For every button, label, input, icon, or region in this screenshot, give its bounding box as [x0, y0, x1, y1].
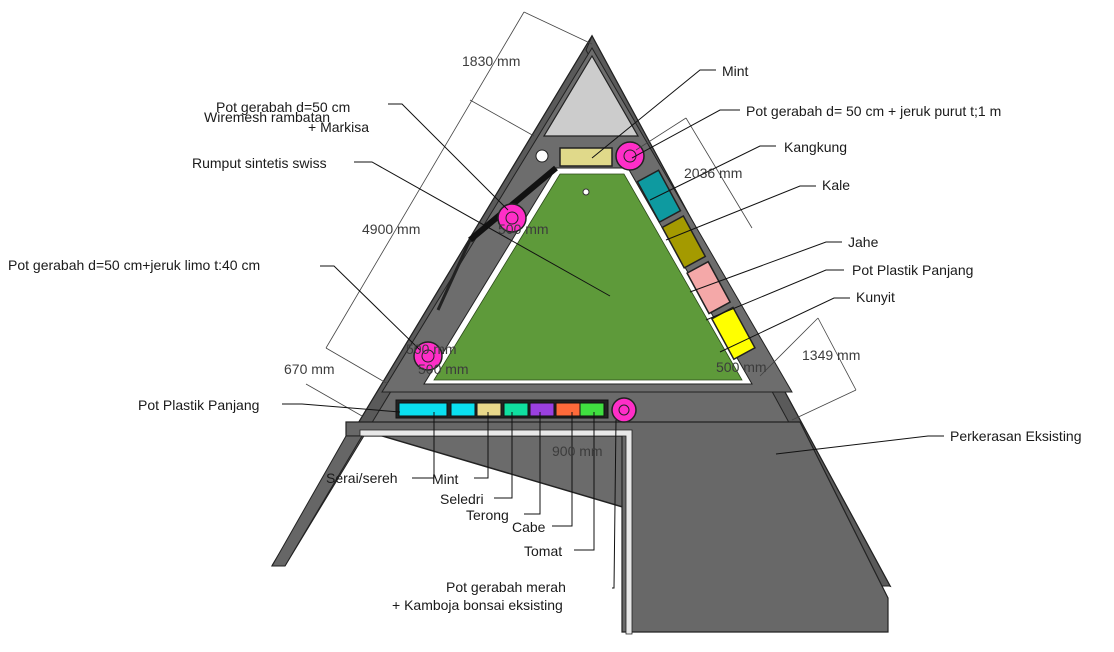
label-jahe: Jahe [848, 234, 879, 250]
label-pot-plastik-right: Pot Plastik Panjang [852, 262, 973, 278]
mint-planter-box [559, 147, 613, 167]
label-markisa: + Markisa [308, 119, 369, 135]
label-pot-markisa: Pot gerabah d=50 cm [216, 99, 350, 115]
cabe-planter [529, 402, 555, 417]
label-mint-bottom: Mint [432, 471, 459, 487]
label-rumput: Rumput sintetis swiss [192, 155, 327, 171]
label-terong: Terong [466, 507, 509, 523]
markisa-pot-inner [505, 211, 519, 225]
pot-merah [611, 397, 637, 423]
label-pot-plastik-left: Pot Plastik Panjang [138, 397, 259, 413]
dim-4900: 4900 mm [362, 221, 420, 237]
dim-900: 900 mm [552, 443, 603, 459]
pot-merah-inner [618, 404, 630, 416]
label-mint-top: Mint [722, 63, 749, 79]
leader-lines [282, 69, 944, 589]
dim-670: 670 mm [284, 361, 335, 377]
kale-planter [661, 214, 707, 269]
seledri-planter [476, 402, 502, 417]
label-kangkung: Kangkung [784, 139, 847, 155]
small-pot-icon [535, 149, 549, 163]
jeruk-purut-pot [615, 141, 645, 171]
dim-2036: 2036 mm [684, 165, 742, 181]
lawn-light-icon [582, 188, 590, 196]
serai-planter [398, 402, 448, 417]
label-seledri: Seledri [440, 491, 484, 507]
jeruk-limo-pot-inner [421, 349, 435, 363]
dim-500-right: 500 mm [716, 359, 767, 375]
label-kunyit: Kunyit [856, 289, 895, 305]
tomat-planter-2 [579, 402, 605, 417]
dim-1349: 1349 mm [802, 347, 860, 363]
label-cabe: Cabe [512, 519, 546, 535]
dimension-lines [305, 11, 857, 421]
label-kale: Kale [822, 177, 850, 193]
dim-500-limo-1: 500 mm [406, 341, 457, 357]
glass-roof-panel [542, 54, 640, 137]
mint-planter-bottom [450, 402, 476, 417]
label-serai: Serai/sereh [326, 470, 398, 486]
label-perkerasan: Perkerasan Eksisting [950, 428, 1082, 444]
label-wiremesh: Wiremesh rambatan [204, 109, 330, 125]
jahe-planter [686, 260, 732, 315]
grass-lawn [433, 173, 743, 381]
wiremesh-trellis-lower [436, 239, 472, 311]
label-tomat: Tomat [524, 543, 562, 559]
label-pot-jeruk-limo: Pot gerabah d=50 cm+jeruk limo t:40 cm [8, 257, 260, 273]
terong-planter [503, 402, 529, 417]
dim-500-limo-2: 500 mm [418, 361, 469, 377]
jeruk-limo-pot [413, 341, 443, 371]
dim-1830: 1830 mm [462, 53, 520, 69]
bottom-planter-frame [395, 399, 609, 419]
tomat-planter [555, 402, 581, 417]
left-paving-wedge [271, 435, 363, 567]
markisa-pot [497, 203, 527, 233]
label-pot-jeruk-purut: Pot gerabah d= 50 cm + jeruk purut t;1 m [746, 103, 1001, 119]
dim-500-markisa: 500 mm [498, 221, 549, 237]
label-kamboja: + Kamboja bonsai eksisting [392, 597, 563, 613]
label-pot-merah: Pot gerabah merah [446, 579, 566, 595]
